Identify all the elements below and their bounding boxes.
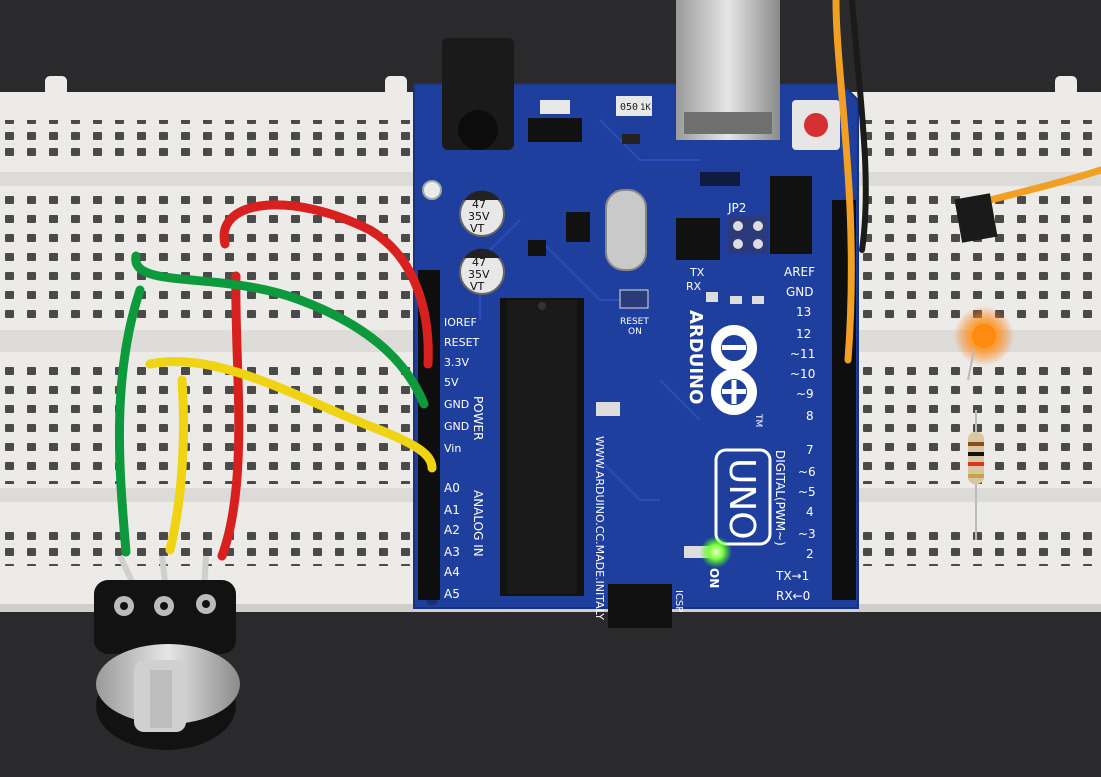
svg-text:35V: 35V [468, 210, 490, 223]
svg-text:AREF: AREF [784, 265, 815, 279]
tx-label: TX [689, 266, 705, 279]
svg-text:7: 7 [806, 443, 814, 457]
reset-on-label: ON [628, 327, 642, 337]
jumper-wires [114, 0, 1101, 561]
svg-text:5V: 5V [444, 376, 459, 389]
dupont-connector [954, 193, 998, 243]
analog-pin-labels: A0 A1 A2 A3 A4 A5 [444, 481, 460, 601]
svg-text:~5: ~5 [798, 485, 816, 499]
svg-text:~10: ~10 [790, 367, 815, 381]
svg-text:~9: ~9 [796, 387, 814, 401]
digital-pin-labels-bottom: 7 ~6 ~5 4 ~3 2 TX→1 RX←0 [775, 443, 816, 603]
orange-led [954, 306, 1014, 381]
model-text: UNO [721, 458, 762, 540]
jp2-label: JP2 [727, 201, 746, 215]
svg-text:A4: A4 [444, 565, 460, 579]
svg-text:IOREF: IOREF [444, 316, 477, 329]
svg-text:~11: ~11 [790, 347, 815, 361]
green-wire-pot [114, 285, 145, 557]
potentiometer [94, 554, 240, 750]
power-pin-labels: IOREF RESET 3.3V 5V GND GND Vin [444, 316, 480, 455]
icsp-header-bottom [608, 584, 672, 628]
svg-text:~6: ~6 [798, 465, 816, 479]
svg-text:A0: A0 [444, 481, 460, 495]
uno-badge [714, 448, 772, 546]
svg-text:RX←0: RX←0 [776, 589, 810, 603]
svg-text:A5: A5 [444, 587, 460, 601]
red-wire-5v [219, 200, 433, 369]
capacitor-1: 47 35V VT [459, 190, 505, 237]
arduino-uno-board: 050 1K 47 35V VT 47 35V VT JP2 [413, 0, 859, 628]
svg-text:Vin: Vin [444, 442, 461, 455]
left-header [418, 270, 440, 600]
svg-text:2: 2 [806, 547, 814, 561]
icsp-label: ICSP [673, 590, 684, 612]
svg-text:A1: A1 [444, 503, 460, 517]
rx-label: RX [686, 280, 702, 293]
crystal [605, 189, 647, 271]
orange-wire-pin9 [832, 0, 855, 364]
svg-text:47: 47 [472, 198, 486, 211]
reset-jumper-label: RESET [620, 317, 649, 327]
resistor-code: 050 [620, 102, 638, 113]
black-wire-gnd [849, 0, 869, 253]
svg-text:13: 13 [796, 305, 811, 319]
orange-wire-led [986, 166, 1101, 204]
svg-text:VT: VT [470, 222, 485, 235]
arduino-logo: ARDUINO TM [685, 310, 763, 427]
svg-text:47: 47 [472, 256, 486, 269]
yellow-wire-pot [165, 375, 188, 555]
power-led [700, 536, 732, 568]
svg-text:~3: ~3 [798, 527, 816, 541]
svg-text:35V: 35V [468, 268, 490, 281]
svg-text:GND: GND [444, 398, 469, 411]
icsp-header-top [770, 176, 812, 254]
yellow-wire-a0 [145, 357, 437, 473]
digital-title: DIGITAL(PWM~) [773, 450, 787, 546]
power-title: POWER [471, 396, 485, 440]
red-wire-pot [217, 271, 244, 561]
svg-text:GND: GND [444, 420, 469, 433]
resistor [968, 410, 984, 540]
trademark: TM [753, 413, 763, 427]
capacitor-2: 47 35V VT [459, 248, 505, 295]
brand-text: ARDUINO [685, 310, 706, 404]
analog-title: ANALOG IN [471, 490, 485, 557]
resistor-code-2: 1K [640, 103, 651, 113]
svg-text:A2: A2 [444, 523, 460, 537]
svg-text:TX→1: TX→1 [775, 569, 809, 583]
svg-text:4: 4 [806, 505, 814, 519]
svg-text:3.3V: 3.3V [444, 356, 469, 369]
svg-text:RESET: RESET [444, 336, 480, 349]
on-label: ON [707, 568, 721, 588]
svg-text:8: 8 [806, 409, 814, 423]
digital-pin-labels-top: AREF GND 13 12 ~11 ~10 ~9 8 [784, 265, 815, 423]
website-text: WWW.ARDUINO.CC.MADE.INITALY [593, 436, 606, 620]
svg-text:VT: VT [470, 280, 485, 293]
svg-text:12: 12 [796, 327, 811, 341]
green-wire-gnd [131, 251, 429, 409]
svg-text:GND: GND [786, 285, 814, 299]
svg-text:A3: A3 [444, 545, 460, 559]
